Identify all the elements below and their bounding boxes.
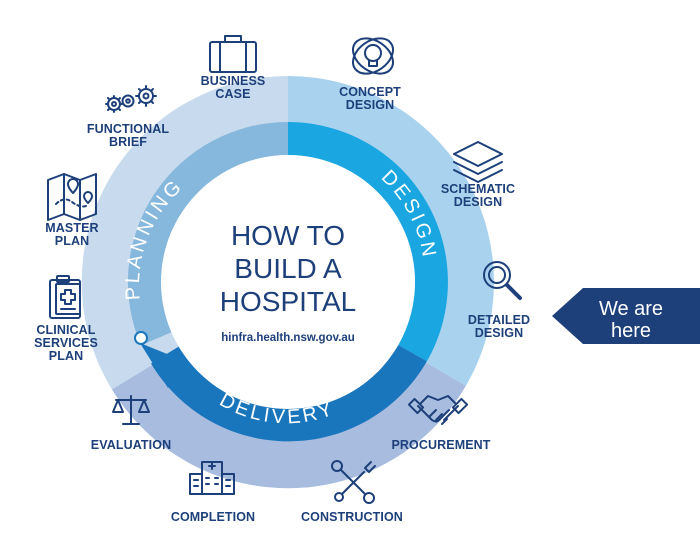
center-disc	[161, 155, 415, 409]
scales-icon	[112, 395, 150, 425]
title-line-1: HOW TO	[231, 220, 345, 251]
title-line-3: HOSPITAL	[220, 286, 356, 317]
delivery-ring	[151, 345, 427, 442]
stage-label-evaluation: EVALUATION	[91, 438, 171, 452]
cycle-start-dot	[134, 331, 148, 345]
map-icon	[47, 173, 97, 221]
handshake-icon	[407, 395, 469, 425]
lightbulb-icon	[352, 37, 394, 75]
gears-icon	[105, 85, 157, 113]
marker-line-2: here	[611, 320, 651, 342]
website-url: hinfra.health.nsw.gov.au	[221, 332, 355, 344]
design-ring	[288, 122, 448, 362]
briefcase-icon	[209, 35, 257, 73]
layers-icon	[453, 141, 503, 183]
we-are-here-marker	[552, 288, 700, 344]
marker-line-1: We are	[599, 298, 663, 320]
clipboard-icon	[49, 275, 81, 319]
stage-label-procurement: PROCUREMENT	[391, 438, 490, 452]
stage-label-completion: COMPLETION	[171, 510, 255, 524]
hospital-building-icon	[189, 461, 235, 495]
magnifier-icon	[483, 261, 522, 300]
title-line-2: BUILD A	[234, 253, 342, 284]
tools-icon	[331, 460, 376, 504]
planning-ring	[127, 122, 289, 346]
stage-label-construction: CONSTRUCTION	[301, 510, 403, 524]
delivery-arrowhead	[140, 343, 182, 388]
